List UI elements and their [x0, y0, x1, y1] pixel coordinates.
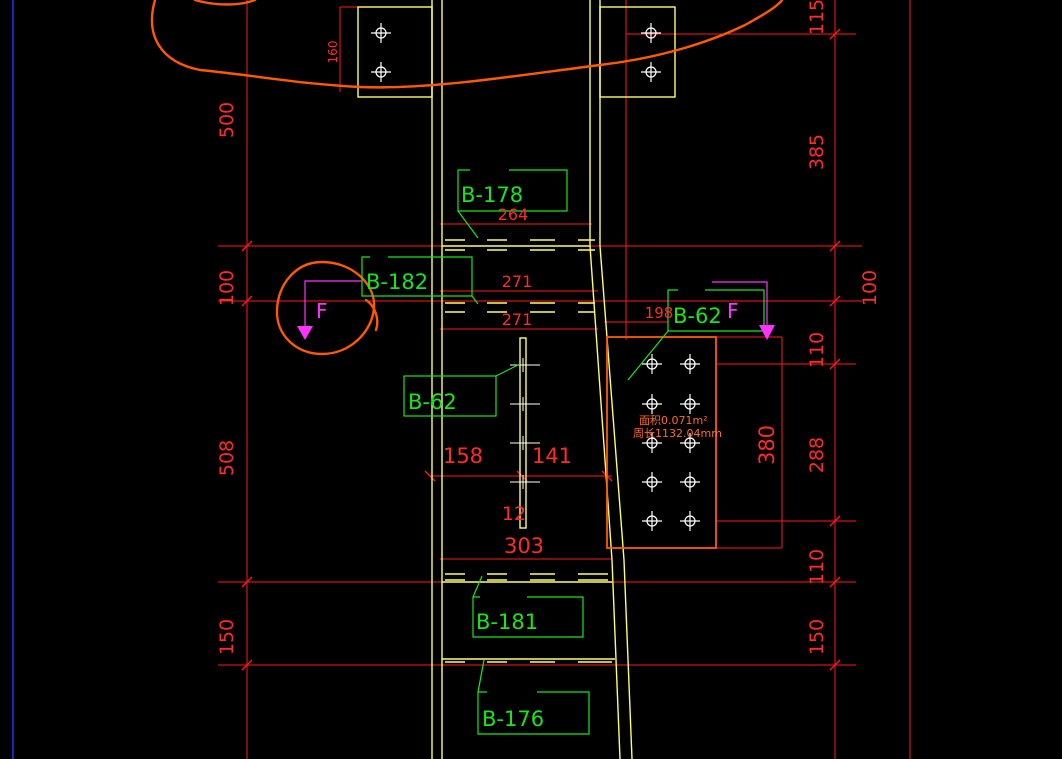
bolt-icon: [641, 23, 661, 43]
markup-stroke-left: [364, 298, 379, 332]
left-dim-508: 508: [216, 440, 238, 476]
label-b182: B-182: [366, 270, 428, 294]
web-bolt-ticks: [510, 358, 540, 489]
bolt-icon: [680, 472, 700, 492]
right-dim-288: 288: [806, 437, 828, 473]
top-left-plate: [357, 6, 433, 98]
section-marker-left: [297, 280, 362, 340]
markup-cloud-left: [275, 260, 376, 356]
label-b62-right: B-62: [673, 304, 722, 328]
bolt-icon: [680, 354, 700, 374]
plate-perimeter: 周长1132.04mm: [633, 427, 722, 440]
bolt-icon: [371, 62, 391, 82]
right-dim-100: 100: [859, 270, 881, 306]
label-boxes: [361, 169, 765, 735]
markup-cloud-top: [150, 0, 784, 89]
dim-380: 380: [755, 425, 779, 465]
bolt-icon: [641, 62, 661, 82]
bolt-icon: [642, 433, 662, 453]
bolt-icon: [642, 511, 662, 531]
dim-141: 141: [532, 444, 572, 468]
dim-158: 158: [443, 444, 483, 468]
right-dim-110a: 110: [806, 332, 828, 368]
label-b181: B-181: [476, 610, 538, 634]
connection-plate: [606, 336, 717, 549]
bolt-icon: [371, 23, 391, 43]
column-outline: [357, 0, 676, 759]
dim-303: 303: [504, 534, 544, 558]
top-right-plate: [599, 6, 676, 98]
left-dim-150: 150: [216, 619, 238, 655]
right-dim-150: 150: [806, 619, 828, 655]
right-dim-385: 385: [806, 134, 828, 170]
bolt-icon: [642, 354, 662, 374]
bolt-icon: [680, 394, 700, 414]
center-web-plate: [519, 337, 527, 529]
plate-area: 面积0.071m²: [639, 414, 708, 427]
label-b62-left: B-62: [408, 390, 457, 414]
label-b178: B-178: [461, 183, 523, 207]
right-dim-115: 115: [806, 0, 828, 35]
bolt-icon: [680, 433, 700, 453]
dim-271a: 271: [502, 272, 533, 291]
bolt-group: [371, 23, 700, 531]
label-b176: B-176: [482, 707, 544, 731]
dim-160: 160: [326, 41, 340, 64]
bolt-icon: [680, 511, 700, 531]
bolt-icon: [642, 472, 662, 492]
dim-12: 12: [502, 503, 526, 525]
dim-264: 264: [498, 205, 529, 224]
left-dim-100: 100: [216, 270, 238, 306]
section-mark-right: F: [727, 299, 739, 323]
left-dim-500: 500: [216, 102, 238, 138]
right-dim-110b: 110: [806, 549, 828, 585]
dim-198: 198: [645, 304, 674, 322]
section-mark-left: F: [316, 299, 328, 323]
markup-cloud-top-small: [193, 0, 257, 6]
bolt-icon: [642, 394, 662, 414]
section-marker-right: [712, 281, 775, 340]
dim-271b: 271: [502, 310, 533, 329]
